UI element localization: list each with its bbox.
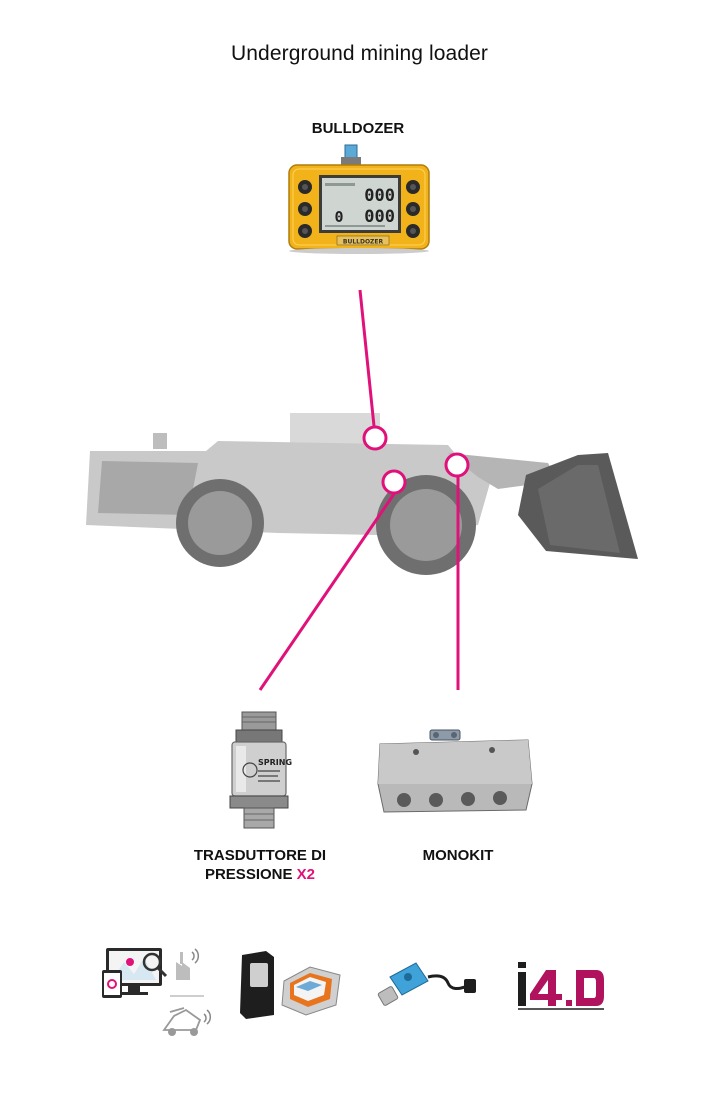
i40-logo-icon [516,960,606,1010]
sensor-box-icon [240,951,341,1019]
factory-signal-icon [170,948,204,997]
transducer-label: TRASDUTTORE DI PRESSIONE X2 [170,846,350,884]
bulldozer-marker [362,425,388,451]
monokit-label: MONOKIT [422,847,494,864]
monokit-image [377,729,533,813]
usb-stick-icon [377,962,476,1006]
pressure-transducer-image: SPRING [229,711,292,829]
transducer-engraving: SPRING [258,758,292,767]
transducer-quantity: X2 [296,866,316,883]
mining-loader-illustration [86,413,638,575]
bulldozer-screen-value-small: 0 [334,208,343,226]
transducer-label-word: PRESSIONE [204,866,293,883]
bulldozer-connector-line [358,289,376,427]
monitoring-system-icon [102,948,212,1036]
transducer-label-line1: TRASDUTTORE DI [193,847,327,864]
bulldozer-label: BULLDOZER [311,120,405,137]
bulldozer-screen-value-2: 000 [364,207,395,227]
transducer-label-line2: PRESSIONE X2 [170,865,350,884]
monokit-marker [444,452,470,478]
bulldozer-screen-value-1: 000 [364,186,395,206]
truck-signal-icon [162,1007,212,1036]
transducer-marker [381,469,407,495]
page-title: Underground mining loader [231,42,488,65]
bulldozer-brand-text: BULLDOZER [343,239,384,246]
i40-logo-shape [518,962,604,1010]
monitor-map-icon [102,948,168,998]
transducer-connector-line [258,493,396,691]
bulldozer-device-image: 000 000 0 BULLDOZER [288,144,430,254]
